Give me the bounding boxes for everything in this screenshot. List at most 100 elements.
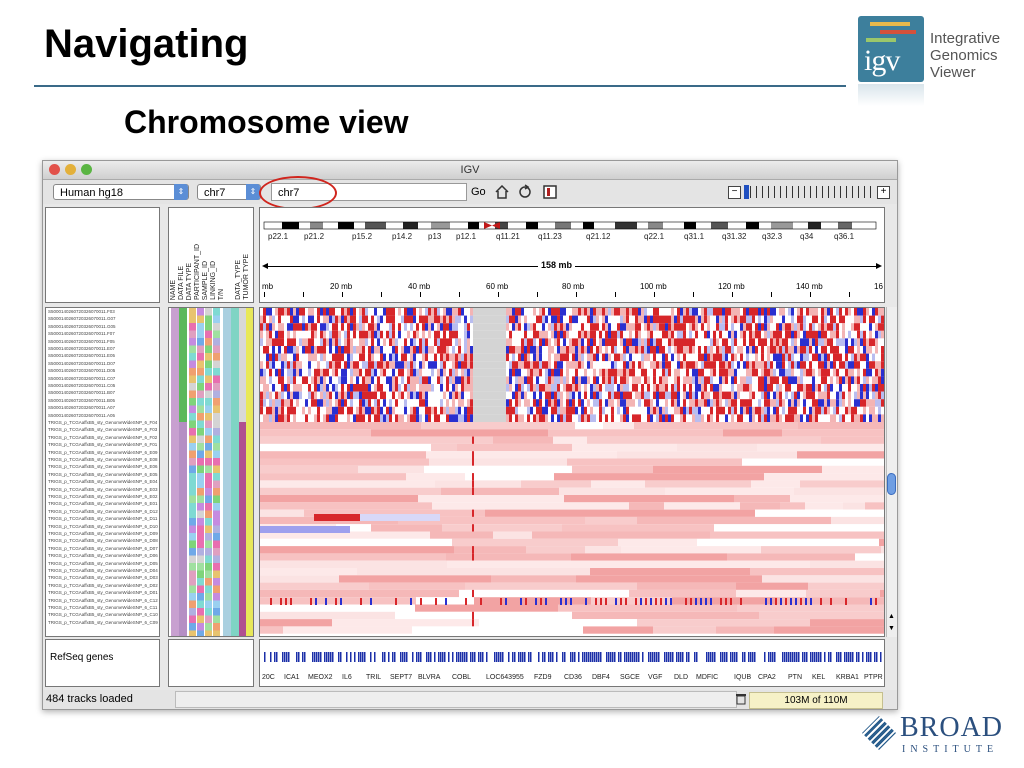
refresh-icon[interactable] [517, 184, 533, 200]
gene-label[interactable]: DLD [674, 674, 689, 681]
sample-name[interactable]: TRIGS_p_TCGAaffxB5_sty_GenomeWideSNP_6_D… [48, 553, 158, 559]
sample-name[interactable]: TRIGS_p_TCGAaffxB5_sty_GenomeWideSNP_6_E… [48, 464, 158, 470]
gene-label[interactable]: MEOX2 [308, 674, 333, 681]
sample-name[interactable]: S5000140260720326070011.G07 [48, 316, 116, 322]
gene-label[interactable]: LOC643955 [486, 674, 524, 681]
gene-label[interactable]: SGCE [620, 674, 640, 681]
zoom-slider-knob[interactable] [744, 185, 749, 199]
zoom-out-button[interactable]: − [728, 186, 741, 199]
gene-label[interactable]: TRIL [366, 674, 382, 681]
attr-header[interactable]: NAME [170, 279, 177, 300]
gene-label[interactable]: PTPR [864, 674, 883, 681]
band-label[interactable]: q31.32 [722, 232, 747, 241]
sample-name[interactable]: S5000140260720326070011.C05 [48, 383, 116, 388]
zoom-in-button[interactable]: + [877, 186, 890, 199]
sample-name[interactable]: TRIGS_p_TCGAaffxB5_sty_GenomeWideSNP_6_D… [48, 545, 158, 551]
attr-header[interactable]: DATA FILE [178, 266, 185, 300]
sample-name[interactable]: TRIGS_p_TCGAaffxB5_sty_GenomeWideSNP_6_D… [48, 538, 158, 544]
sample-name[interactable]: TRIGS_p_TCGAaffxB5_sty_GenomeWideSNP_6_D… [48, 568, 158, 573]
sample-name[interactable]: S5000140260720326070011.A05 [48, 412, 115, 418]
zoom-window-button[interactable] [81, 164, 92, 175]
sample-name[interactable]: TRIGS_p_TCGAaffxB5_sty_GenomeWideSNP_6_D… [48, 523, 158, 529]
band-label[interactable]: q11.21 [496, 232, 520, 241]
sample-name[interactable]: TRIGS_p_TCGAaffxB5_sty_GenomeWideSNP_6_E… [48, 501, 158, 507]
close-window-button[interactable] [49, 164, 60, 175]
gene-label[interactable]: KRBA1 [836, 674, 859, 681]
band-label[interactable]: q34 [800, 232, 814, 241]
band-label[interactable]: q11.23 [538, 232, 562, 241]
band-label[interactable]: p21.2 [304, 232, 325, 241]
sample-name[interactable]: S5000140260720326070011.E07 [48, 346, 115, 351]
scrollbar-thumb[interactable] [887, 473, 896, 495]
scroll-down-arrow-icon[interactable]: ▼ [888, 625, 895, 632]
sample-name[interactable]: S5000140260720326070011.E05 [48, 353, 115, 359]
copy-number-heatmap[interactable] [260, 308, 884, 637]
genome-select[interactable]: Human hg18 ⇕ [53, 184, 189, 200]
sample-name[interactable]: TRIGS_p_TCGAaffxB5_sty_GenomeWideSNP_6_D… [48, 516, 158, 522]
gene-label[interactable]: BLVRA [418, 674, 441, 681]
sample-name[interactable]: TRIGS_p_TCGAaffxB5_sty_GenomeWideSNP_6_D… [48, 575, 158, 581]
gene-label[interactable]: VGF [648, 674, 663, 681]
region-icon[interactable] [543, 185, 557, 199]
sample-name[interactable]: TRIGS_p_TCGAaffxB5_sty_GenomeWideSNP_6_E… [48, 449, 158, 455]
sample-name[interactable]: TRIGS_p_TCGAaffxB5_sty_GenomeWideSNP_6_F… [48, 420, 158, 425]
trash-icon[interactable] [736, 693, 746, 705]
go-button[interactable]: Go [471, 186, 486, 198]
sample-name[interactable]: TRIGS_p_TCGAaffxB5_sty_GenomeWideSNP_6_F… [48, 442, 158, 448]
sample-name[interactable]: TRIGS_p_TCGAaffxB5_sty_GenomeWideSNP_6_E… [48, 457, 158, 462]
attr-header[interactable]: TUMOR TYPE [243, 254, 250, 300]
gene-track-panel[interactable]: 20C ICA1 MEOX2 IL6 TRIL SEPT7 BLVRA COBL LOC6439… [259, 639, 885, 687]
sample-name[interactable]: TRIGS_p_TCGAaffxB5_sty_GenomeWideSNP_6_C… [48, 619, 158, 625]
gene-label[interactable]: SEPT7 [390, 674, 413, 681]
scroll-up-arrow-icon[interactable]: ▲ [888, 613, 895, 620]
sample-name[interactable]: TRIGS_p_TCGAaffxB5_sty_GenomeWideSNP_6_E… [48, 479, 158, 485]
attr-header[interactable]: DATA TYPE [186, 262, 193, 300]
sample-name[interactable]: S5000140260720326070011.D05 [48, 368, 116, 374]
minimize-window-button[interactable] [65, 164, 76, 175]
sample-name[interactable]: S5000140260720326070011.F07 [48, 331, 115, 337]
sample-name[interactable]: TRIGS_p_TCGAaffxB5_sty_GenomeWideSNP_6_E… [48, 494, 158, 499]
sample-name[interactable]: TRIGS_p_TCGAaffxB5_sty_GenomeWideSNP_6_F… [48, 427, 158, 433]
band-label[interactable]: p22.1 [268, 232, 289, 241]
vertical-scrollbar[interactable]: ▲ ▼ [886, 307, 897, 637]
sample-name[interactable]: TRIGS_p_TCGAaffxB5_sty_GenomeWideSNP_6_D… [48, 560, 158, 566]
gene-label[interactable]: ICA1 [284, 674, 300, 681]
attr-header[interactable]: T/N [218, 288, 225, 300]
sample-name[interactable]: S5000140260720326070011.F05 [48, 338, 115, 344]
window-titlebar[interactable]: IGV [43, 161, 897, 180]
band-label[interactable]: q31.1 [684, 232, 705, 241]
attr-header[interactable]: PARTICIPANT_ID [194, 243, 201, 300]
gene-label[interactable]: COBL [452, 674, 472, 681]
attribute-grid[interactable] [169, 308, 253, 637]
gene-label[interactable]: 20C [262, 674, 275, 681]
sample-name[interactable]: S5000140260720326070011.C07 [48, 375, 116, 381]
sample-name[interactable]: S5000140260720326070011.D07 [48, 360, 116, 366]
gene-label[interactable]: MDFIC [696, 674, 719, 681]
sample-name[interactable]: TRIGS_p_TCGAaffxB5_sty_GenomeWideSNP_6_C… [48, 612, 158, 618]
band-label[interactable]: p14.2 [392, 232, 413, 241]
sample-name[interactable]: TRIGS_p_TCGAaffxB5_sty_GenomeWideSNP_6_E… [48, 486, 158, 492]
band-label[interactable]: q32.3 [762, 232, 783, 241]
chromosome-select[interactable]: chr7 ⇕ [197, 184, 261, 200]
band-label[interactable]: q21.12 [586, 232, 611, 241]
sample-name[interactable]: S5000140260720326070011.A07 [48, 405, 115, 411]
gene-label[interactable]: PTN [788, 674, 802, 681]
band-label[interactable]: p13 [428, 232, 442, 241]
home-icon[interactable] [495, 185, 509, 199]
sample-name[interactable]: TRIGS_p_TCGAaffxB5_sty_GenomeWideSNP_6_F… [48, 434, 158, 440]
sample-name[interactable]: S5000140260720326070011.G05 [48, 323, 116, 329]
gene-label[interactable]: DBF4 [592, 674, 610, 681]
band-label[interactable]: p15.2 [352, 232, 373, 241]
chromosome-ideogram[interactable] [260, 208, 884, 248]
sample-name[interactable]: TRIGS_p_TCGAaffxB5_sty_GenomeWideSNP_6_D… [48, 582, 158, 588]
sample-name[interactable]: TRIGS_p_TCGAaffxB5_sty_GenomeWideSNP_6_C… [48, 605, 158, 610]
sample-name[interactable]: TRIGS_p_TCGAaffxB5_sty_GenomeWideSNP_6_D… [48, 590, 158, 596]
zoom-slider[interactable] [744, 186, 874, 198]
sample-name[interactable]: TRIGS_p_TCGAaffxB5_sty_GenomeWideSNP_6_D… [48, 531, 158, 536]
gene-label[interactable]: IL6 [342, 674, 352, 681]
sample-name[interactable]: TRIGS_p_TCGAaffxB5_sty_GenomeWideSNP_6_D… [48, 508, 158, 514]
sample-name[interactable]: TRIGS_p_TCGAaffxB5_sty_GenomeWideSNP_6_C… [48, 597, 158, 603]
band-label[interactable]: q22.1 [644, 232, 665, 241]
band-label[interactable]: q36.1 [834, 232, 855, 241]
